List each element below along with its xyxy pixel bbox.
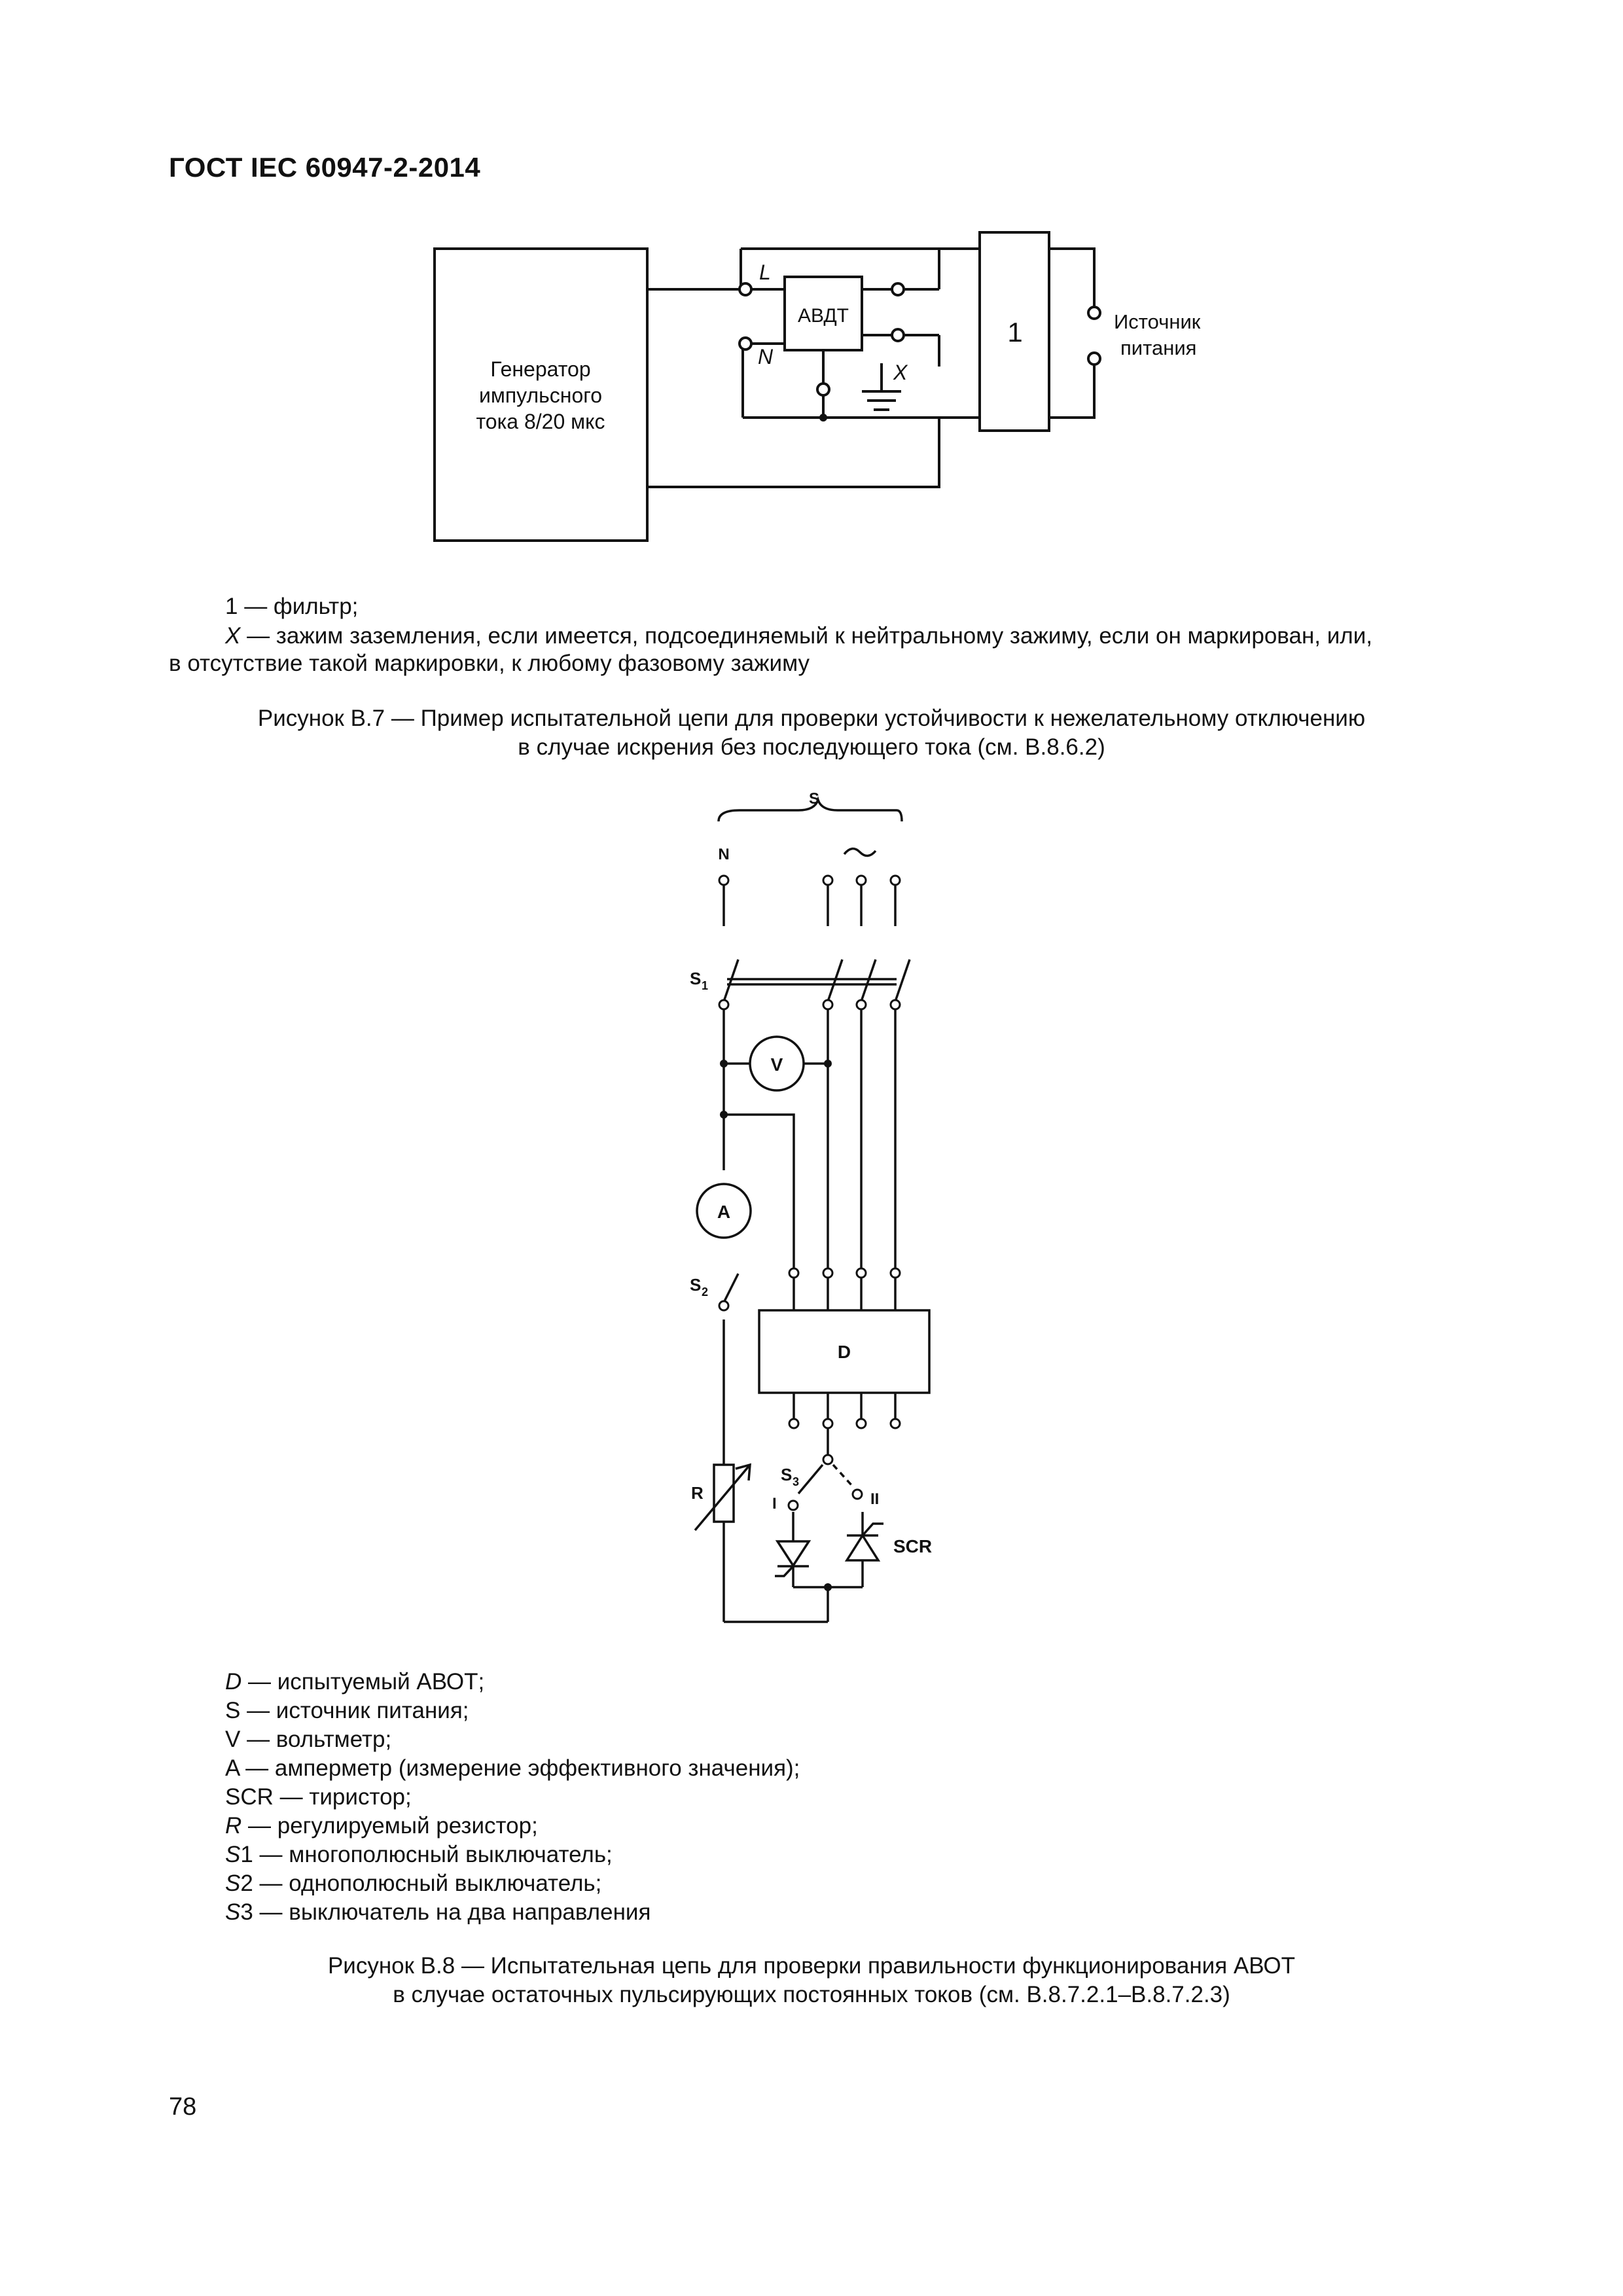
- generator-box: [433, 247, 649, 542]
- s3-subscript: 3: [793, 1475, 799, 1488]
- ammeter-label: A: [717, 1202, 730, 1222]
- figure-b8-diagram: S N S 1 S 2 S 3 V A D R I II SCR: [690, 790, 932, 1623]
- s1-subscript: 1: [702, 979, 708, 992]
- b8-legend-item-d: D — испытуемый АВОТ;: [225, 1668, 484, 1696]
- legend-symbol: D: [225, 1669, 242, 1695]
- legend-text: 1 — многополюсный выключатель;: [240, 1842, 613, 1867]
- figure-b7-caption-2: в случае искрения без последующего тока …: [518, 734, 1105, 760]
- s1-label: S: [690, 969, 701, 988]
- legend-text: — тиристор;: [273, 1784, 412, 1810]
- avdt-label: АВДТ: [798, 305, 849, 327]
- document-header: ГОСТ IEC 60947-2-2014: [169, 152, 481, 183]
- page-number: 78: [169, 2093, 197, 2121]
- device-d-label: D: [838, 1342, 851, 1362]
- legend-text: — зажим заземления, если имеется, подсое…: [240, 623, 1372, 649]
- legend-text: — источник питания;: [240, 1698, 469, 1723]
- legend-symbol: S: [225, 1899, 241, 1925]
- legend-symbol: R: [225, 1813, 242, 1839]
- position-two-label: II: [870, 1490, 879, 1508]
- terminal-n-label: N: [758, 345, 774, 368]
- figure-b8-caption-2: в случае остаточных пульсирующих постоян…: [393, 1982, 1230, 2007]
- generator-label-1: Генератор: [490, 357, 590, 381]
- generator-label-2: импульсного: [479, 384, 602, 407]
- figure-b7-diagram: Генератор импульсного тока 8/20 мкс АВДТ…: [433, 231, 1201, 542]
- voltmeter-label: V: [771, 1054, 783, 1075]
- legend-symbol: A: [225, 1755, 240, 1781]
- resistor-body: [713, 1463, 735, 1523]
- legend-symbol: S: [225, 1842, 241, 1867]
- filter-box: [978, 231, 1050, 432]
- legend-symbol: S: [225, 1871, 241, 1896]
- legend-text: — вольтметр;: [240, 1727, 392, 1752]
- s2-label: S: [690, 1275, 701, 1295]
- source-s-label: S: [809, 790, 819, 808]
- b7-legend-item-1: 1 — фильтр;: [225, 592, 358, 621]
- position-one-label: I: [772, 1495, 777, 1513]
- figure-b8-caption-1: Рисунок В.8 — Испытательная цепь для про…: [327, 1953, 1296, 1979]
- s2-subscript: 2: [702, 1285, 708, 1299]
- legend-symbol: S: [225, 1698, 241, 1723]
- legend-symbol: X: [225, 623, 241, 649]
- legend-symbol: SCR: [225, 1784, 274, 1810]
- ammeter-circle: [696, 1183, 752, 1239]
- source-label-1: Источник: [1114, 310, 1201, 333]
- b8-legend-item-s3: S3 — выключатель на два направления: [225, 1898, 651, 1927]
- terminal-x-circle: [816, 382, 830, 397]
- figure-b7-caption-1: Рисунок В.7 — Пример испытательной цепи …: [257, 706, 1366, 731]
- neutral-n-label: N: [718, 846, 729, 863]
- b8-legend-item-scr: SCR — тиристор;: [225, 1783, 412, 1812]
- b7-legend-item-x: X — зажим заземления, если имеется, подс…: [225, 622, 1372, 651]
- voltmeter-circle: [749, 1035, 805, 1092]
- scr-label: SCR: [893, 1536, 932, 1556]
- resistor-label: R: [691, 1483, 704, 1503]
- s3-label: S: [781, 1465, 792, 1484]
- source-label-2: питания: [1120, 336, 1196, 359]
- legend-text: — фильтр;: [238, 594, 359, 619]
- b8-legend-item-v: V — вольтметр;: [225, 1725, 391, 1754]
- legend-text: — регулируемый резистор;: [241, 1813, 538, 1839]
- legend-text: 3 — выключатель на два направления: [240, 1899, 651, 1925]
- terminal-x-label: X: [893, 361, 908, 384]
- terminal-l-label: L: [759, 260, 771, 284]
- terminal-l-circle: [738, 282, 753, 296]
- filter-number: 1: [1007, 317, 1022, 348]
- legend-symbol: 1: [225, 594, 238, 619]
- legend-text: — амперметр (измерение эффективного знач…: [239, 1755, 800, 1781]
- legend-symbol: V: [225, 1727, 241, 1752]
- b8-legend-item-r: R — регулируемый резистор;: [225, 1812, 538, 1840]
- b7-legend-item-x-cont: в отсутствие такой маркировки, к любому …: [169, 651, 810, 676]
- legend-text: 2 — однополюсный выключатель;: [240, 1871, 602, 1896]
- b8-legend-item-s: S — источник питания;: [225, 1696, 469, 1725]
- b8-legend-item-a: A — амперметр (измерение эффективного зн…: [225, 1754, 800, 1783]
- device-d-box: [758, 1309, 931, 1394]
- legend-text: — испытуемый АВОТ;: [241, 1669, 485, 1695]
- terminal-n-circle: [738, 336, 753, 351]
- generator-label-3: тока 8/20 мкс: [476, 410, 605, 433]
- b8-legend-item-s2: S2 — однополюсный выключатель;: [225, 1869, 601, 1898]
- b8-legend-item-s1: S1 — многополюсный выключатель;: [225, 1840, 613, 1869]
